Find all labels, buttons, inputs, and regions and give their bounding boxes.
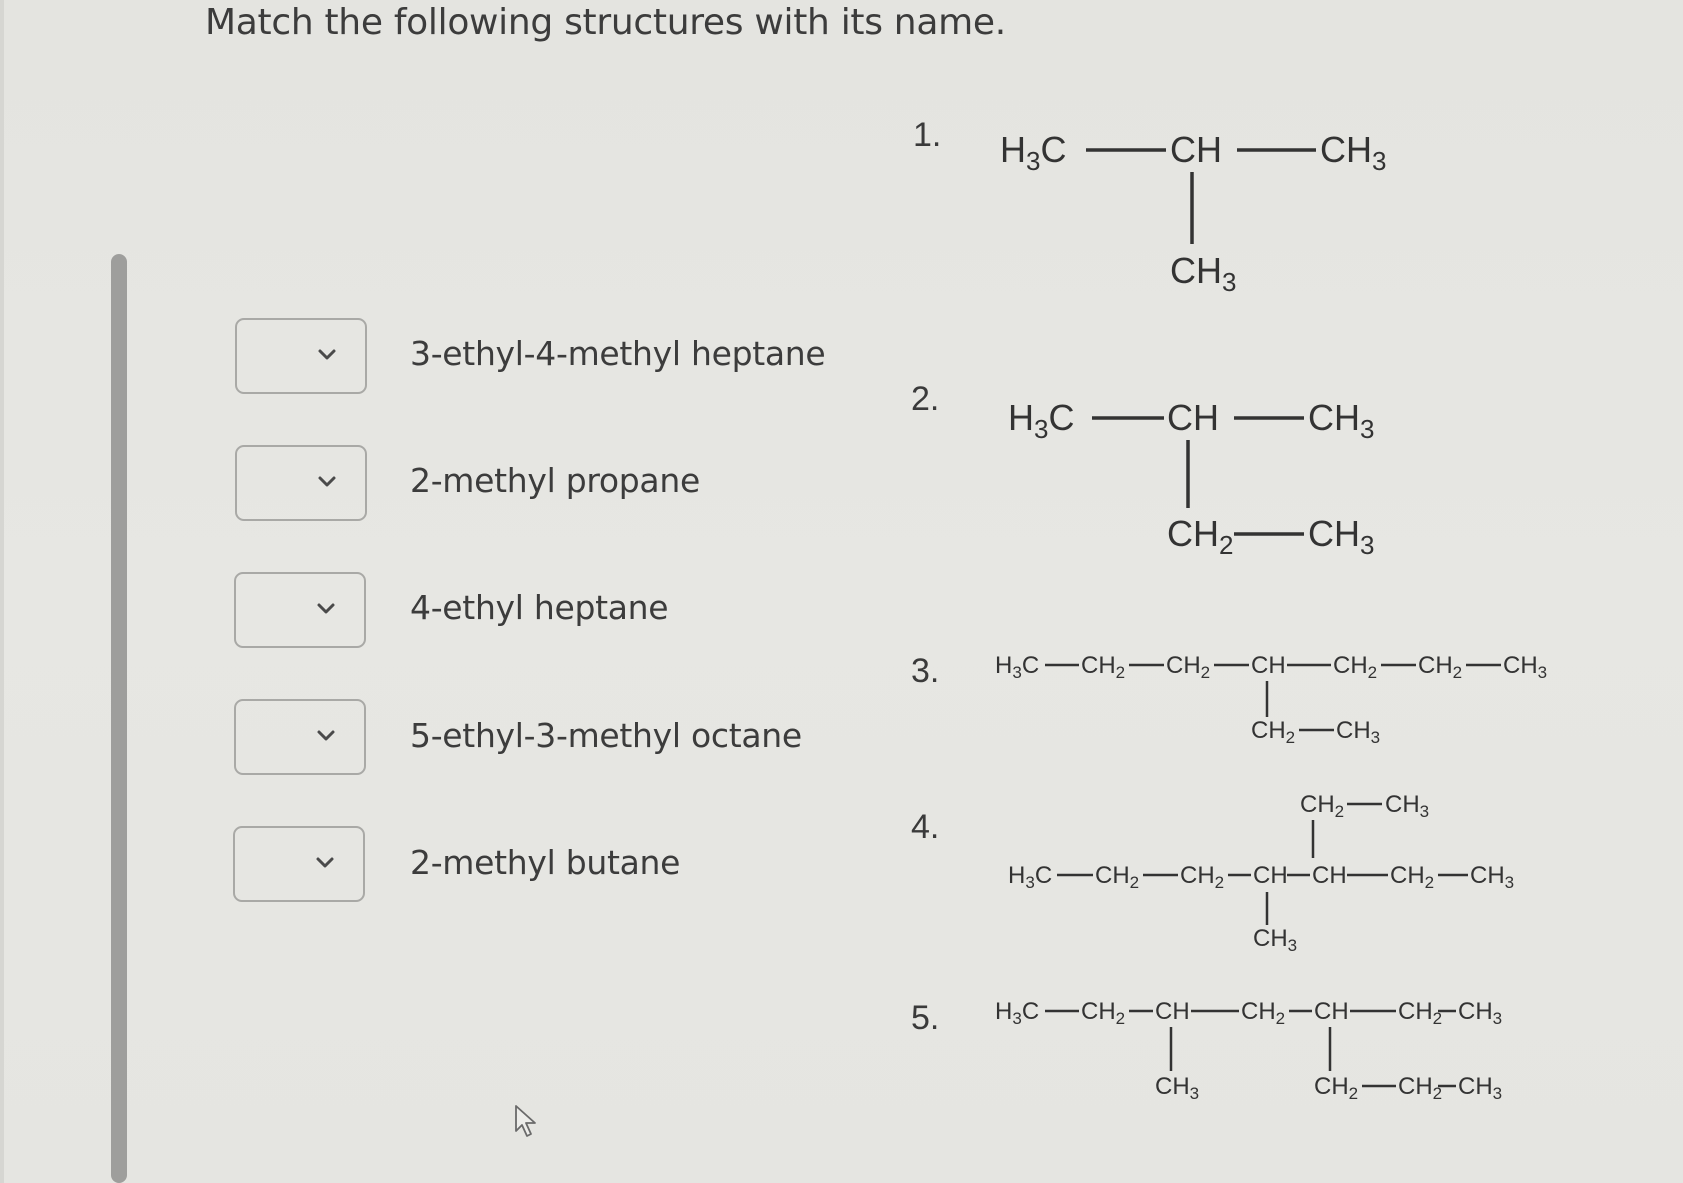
svg-text:H3C: H3C (995, 652, 1039, 682)
svg-text:CH2: CH2 (1314, 1073, 1358, 1103)
match-label-1: 3-ethyl-4-methyl heptane (410, 334, 826, 373)
chevron-down-icon (317, 603, 335, 614)
chevron-down-icon (317, 730, 335, 741)
question-title: Match the following structures with its … (205, 2, 1006, 43)
svg-text:CH2: CH2 (1081, 652, 1125, 682)
svg-text:CH: CH (1251, 652, 1286, 679)
match-dropdown-2[interactable] (235, 445, 367, 521)
structure-3-diagram: H3C CH2 CH2 CH CH2 CH2 CH3 CH2 CH3 (995, 652, 1547, 747)
svg-text:CH2: CH2 (1333, 652, 1377, 682)
match-label-5: 2-methyl butane (410, 843, 681, 882)
chevron-down-icon (316, 857, 334, 868)
structure-4-diagram: CH2 CH3 H3C CH2 CH2 CH CH CH2 CH3 CH3 (1008, 791, 1514, 955)
scrollbar[interactable] (111, 254, 127, 1183)
svg-text:CH3: CH3 (1320, 129, 1386, 176)
svg-text:CH3: CH3 (1385, 791, 1429, 821)
structure-number-3: 3. (911, 652, 940, 690)
svg-text:CH2: CH2 (1081, 998, 1125, 1028)
svg-text:CH: CH (1253, 862, 1288, 889)
svg-text:CH2: CH2 (1251, 717, 1295, 747)
match-label-3: 4-ethyl heptane (410, 588, 669, 627)
svg-text:CH3: CH3 (1253, 925, 1297, 955)
structure-number-2: 2. (911, 380, 940, 418)
svg-text:CH3: CH3 (1336, 717, 1380, 747)
window-edge (0, 0, 4, 1183)
match-dropdown-1[interactable] (235, 318, 367, 394)
svg-text:CH3: CH3 (1155, 1073, 1199, 1103)
chevron-down-icon (318, 476, 336, 487)
svg-text:CH2: CH2 (1180, 862, 1224, 892)
svg-text:CH3: CH3 (1503, 652, 1547, 682)
chevron-down-icon (318, 349, 336, 360)
structure-number-5: 5. (911, 999, 940, 1037)
mouse-pointer-icon (515, 1105, 536, 1137)
svg-text:H3C: H3C (1008, 397, 1074, 444)
structure-number-4: 4. (911, 808, 940, 846)
svg-text:CH2: CH2 (1398, 998, 1442, 1028)
svg-text:CH2: CH2 (1166, 652, 1210, 682)
svg-text:CH3: CH3 (1308, 513, 1374, 560)
structure-1-diagram: H3C CH CH3 CH3 (1000, 129, 1386, 297)
svg-text:CH3: CH3 (1308, 397, 1374, 444)
match-dropdown-3[interactable] (234, 572, 366, 648)
structure-5-diagram: H3C CH2 CH CH2 CH CH2 CH3 CH3 CH2 CH2 CH… (995, 998, 1502, 1103)
svg-text:CH2: CH2 (1398, 1073, 1442, 1103)
svg-text:CH3: CH3 (1458, 1073, 1502, 1103)
structure-number-1: 1. (913, 116, 942, 154)
match-dropdown-4[interactable] (234, 699, 366, 775)
svg-text:CH3: CH3 (1170, 250, 1236, 297)
svg-text:CH3: CH3 (1470, 862, 1514, 892)
svg-text:CH2: CH2 (1167, 513, 1233, 560)
match-dropdown-5[interactable] (233, 826, 365, 902)
match-label-2: 2-methyl propane (410, 461, 700, 500)
svg-text:CH2: CH2 (1418, 652, 1462, 682)
svg-text:CH2: CH2 (1390, 862, 1434, 892)
svg-text:H3C: H3C (995, 998, 1039, 1028)
svg-text:CH: CH (1312, 862, 1347, 889)
svg-text:CH: CH (1314, 998, 1349, 1025)
svg-text:CH: CH (1155, 998, 1190, 1025)
svg-text:CH3: CH3 (1458, 998, 1502, 1028)
svg-text:H3C: H3C (1000, 129, 1066, 176)
svg-text:CH: CH (1167, 397, 1219, 438)
svg-text:CH: CH (1170, 129, 1222, 170)
svg-text:CH2: CH2 (1095, 862, 1139, 892)
svg-text:CH2: CH2 (1241, 998, 1285, 1028)
svg-text:CH2: CH2 (1300, 791, 1344, 821)
structure-2-diagram: H3C CH CH3 CH2 CH3 (1008, 397, 1374, 560)
match-label-4: 5-ethyl-3-methyl octane (410, 716, 802, 755)
svg-text:H3C: H3C (1008, 862, 1052, 892)
